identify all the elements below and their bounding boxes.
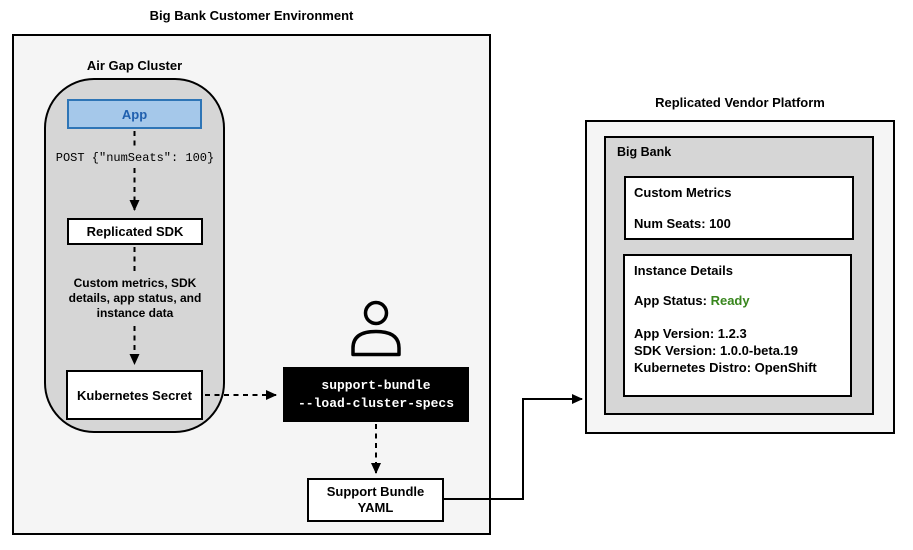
- kubernetes-distro-line: Kubernetes Distro: OpenShift: [634, 360, 817, 375]
- app-node: App: [67, 99, 202, 129]
- app-status-line: App Status: Ready: [634, 293, 841, 308]
- big-bank-label: Big Bank: [617, 145, 672, 159]
- app-status-label: App Status:: [634, 293, 707, 308]
- custom-metrics-card: Custom Metrics Num Seats: 100: [624, 176, 854, 240]
- app-version-line: App Version: 1.2.3: [634, 326, 747, 341]
- support-bundle-yaml-node: Support Bundle YAML: [307, 478, 444, 522]
- instance-details-title: Instance Details: [634, 263, 733, 278]
- custom-metrics-title: Custom Metrics: [634, 185, 732, 200]
- support-bundle-command-text: support-bundle --load-cluster-specs: [297, 377, 455, 411]
- metrics-note: Custom metrics, SDK details, app status,…: [68, 276, 202, 320]
- sdk-version-line: SDK Version: 1.0.0-beta.19: [634, 343, 799, 358]
- post-request-label: POST {"numSeats": 100}: [55, 151, 215, 165]
- support-bundle-yaml-text: Support Bundle YAML: [326, 484, 425, 515]
- air-gap-cluster-title: Air Gap Cluster: [86, 58, 183, 73]
- customer-environment-title: Big Bank Customer Environment: [149, 8, 354, 23]
- app-status-value: Ready: [710, 293, 750, 308]
- vendor-platform-box: Big Bank Custom Metrics Num Seats: 100 I…: [585, 120, 895, 434]
- vendor-platform-title: Replicated Vendor Platform: [655, 95, 825, 110]
- replicated-sdk-node: Replicated SDK: [67, 218, 203, 245]
- num-seats-value: Num Seats: 100: [634, 216, 731, 231]
- support-bundle-command-node: support-bundle --load-cluster-specs: [283, 367, 469, 422]
- kubernetes-secret-node: Kubernetes Secret: [66, 370, 203, 420]
- version-info: App Version: 1.2.3 SDK Version: 1.0.0-be…: [634, 325, 841, 376]
- big-bank-panel: Big Bank Custom Metrics Num Seats: 100 I…: [604, 136, 874, 415]
- instance-details-card: Instance Details App Status: Ready App V…: [623, 254, 852, 397]
